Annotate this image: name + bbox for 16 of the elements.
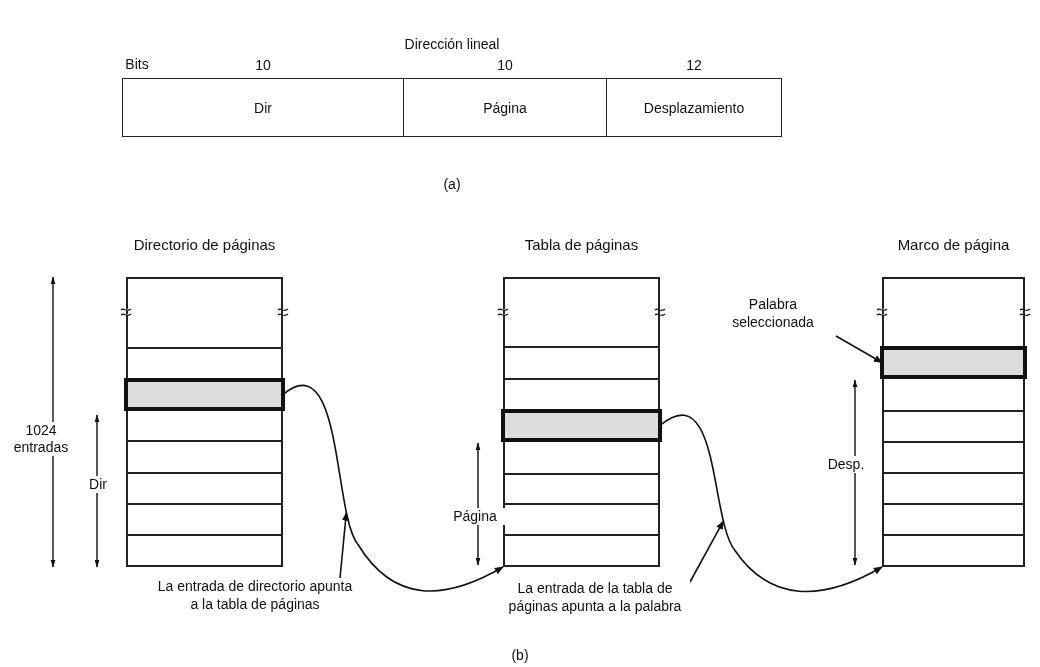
table-heading: Marco de página	[896, 236, 1011, 253]
label-text: (b)	[510, 647, 530, 664]
field-label: Página	[483, 99, 527, 116]
selected-entry	[880, 346, 1027, 379]
callout-text: La entrada de directorio apunta a la tabla de páginas	[155, 578, 355, 613]
label-text: Dirección lineal	[403, 36, 501, 53]
selected-entry	[501, 409, 662, 442]
leader-line	[339, 511, 350, 579]
selected-entry	[124, 378, 285, 411]
field-label: Desplazamiento	[643, 99, 745, 116]
label-text: (a)	[442, 176, 462, 193]
field-label: Dir	[254, 99, 272, 116]
label-text: Bits	[124, 56, 150, 73]
leader-line	[689, 520, 725, 583]
table-heading: Tabla de páginas	[523, 236, 640, 253]
table-heading: Directorio de páginas	[132, 236, 277, 253]
